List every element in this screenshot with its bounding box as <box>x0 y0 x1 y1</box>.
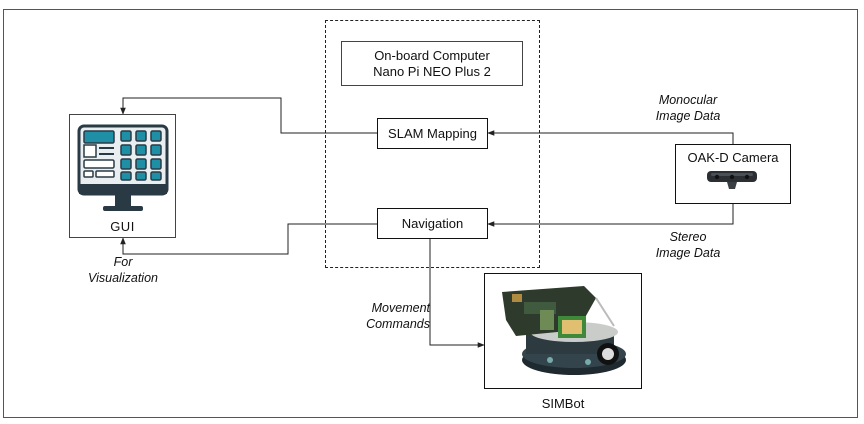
edge-slam-to-gui <box>120 97 377 134</box>
camera-icon <box>707 171 757 189</box>
monitor-icon <box>77 124 169 211</box>
simbot-label: SIMBot <box>541 396 585 411</box>
stereo-image-data-label: Stereo Image Data <box>655 230 721 260</box>
edge-camera-to-slam <box>487 130 734 144</box>
gui-label: GUI <box>110 219 135 234</box>
robot-icon <box>502 286 626 375</box>
for-visualization-label: For Visualization <box>88 255 158 285</box>
oakd-camera-label: OAK-D Camera <box>687 150 779 165</box>
onboard-computer-model: Nano Pi NEO Plus 2 <box>373 63 491 79</box>
navigation-label: Navigation <box>401 215 464 231</box>
onboard-computer-boundary <box>325 20 540 268</box>
onboard-computer-box: On-board Computer Nano Pi NEO Plus 2 <box>341 41 523 86</box>
movement-commands-label: Movement Commands <box>366 301 430 331</box>
edge-camera-to-navigation <box>487 204 734 227</box>
onboard-computer-title: On-board Computer <box>374 47 490 63</box>
navigation-box: Navigation <box>377 208 488 239</box>
edge-navigation-to-robot <box>429 239 485 348</box>
edge-navigation-to-gui <box>120 223 377 255</box>
diagram-frame <box>3 9 858 418</box>
slam-mapping-box: SLAM Mapping <box>377 118 488 149</box>
monocular-image-data-label: Monocular Image Data <box>655 93 721 123</box>
oakd-camera-box: OAK-D Camera <box>675 144 791 204</box>
slam-mapping-label: SLAM Mapping <box>388 125 477 141</box>
